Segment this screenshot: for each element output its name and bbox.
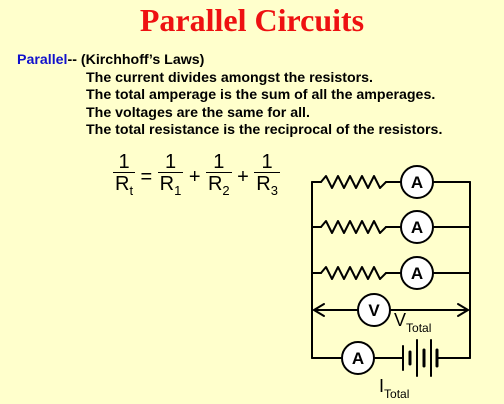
meters [341, 165, 434, 375]
denominator: R1 [157, 172, 184, 202]
resistor-r1 [320, 175, 387, 189]
numerator: 1 [213, 151, 225, 173]
plus-sign: + [237, 165, 249, 188]
intro-line: The voltages are the same for all. [86, 104, 310, 121]
voltmeter-line [313, 303, 469, 317]
numerator: 1 [164, 151, 177, 173]
resistor-r2 [320, 220, 387, 234]
intro-line: The total resistance is the reciprocal o… [86, 122, 443, 138]
branch-1 [311, 175, 471, 189]
kirchhoff-heading: -- (Kirchhoff’s Laws) [67, 52, 205, 68]
ammeter-3 [400, 256, 434, 290]
ammeter-3-label: A [411, 264, 423, 283]
branch-2 [311, 220, 471, 234]
fraction-r2: 1 R2 [205, 151, 232, 202]
resistance-formula: 1 Rt = 1 R1 + 1 R2 + 1 R3 [113, 152, 280, 202]
ammeter-1-label: A [411, 173, 423, 192]
battery-icon [402, 339, 439, 377]
equals-sign: = [140, 165, 153, 188]
intro-heading: Parallel-- (Kirchhoff’s Laws) [17, 52, 502, 70]
ammeter-total-label: A [352, 349, 364, 368]
numerator: 1 [118, 151, 130, 173]
intro-text: Parallel-- (Kirchhoff’s Laws) The curren… [17, 52, 502, 140]
branch-3 [311, 266, 471, 280]
numerator: 1 [261, 151, 273, 173]
current-total-label: ITotal [379, 376, 409, 401]
ammeter-2-label: A [411, 218, 423, 237]
voltmeter-label: V [368, 301, 380, 320]
resistor-r3 [320, 266, 387, 280]
ammeter-1 [400, 165, 434, 199]
denominator: Rt [113, 172, 136, 202]
intro-line: The total amperage is the sum of all the… [86, 87, 436, 103]
denominator: R3 [254, 172, 280, 202]
fraction-r1: 1 R1 [157, 151, 184, 202]
fraction-r3: 1 R3 [254, 152, 280, 202]
denominator: R2 [205, 172, 232, 202]
ammeter-total [341, 341, 375, 375]
arrow-right-icon [457, 303, 469, 317]
parallel-keyword: Parallel [17, 52, 68, 68]
page-title: Parallel Circuits [139, 2, 365, 38]
fraction-total: 1 Rt [113, 151, 136, 202]
ammeter-2 [400, 210, 434, 244]
voltmeter [357, 293, 391, 327]
intro-line: The current divides amongst the resistor… [86, 69, 373, 86]
arrow-left-icon [313, 303, 325, 317]
voltage-total-label: VTotal [394, 310, 431, 335]
plus-sign: + [188, 165, 201, 188]
